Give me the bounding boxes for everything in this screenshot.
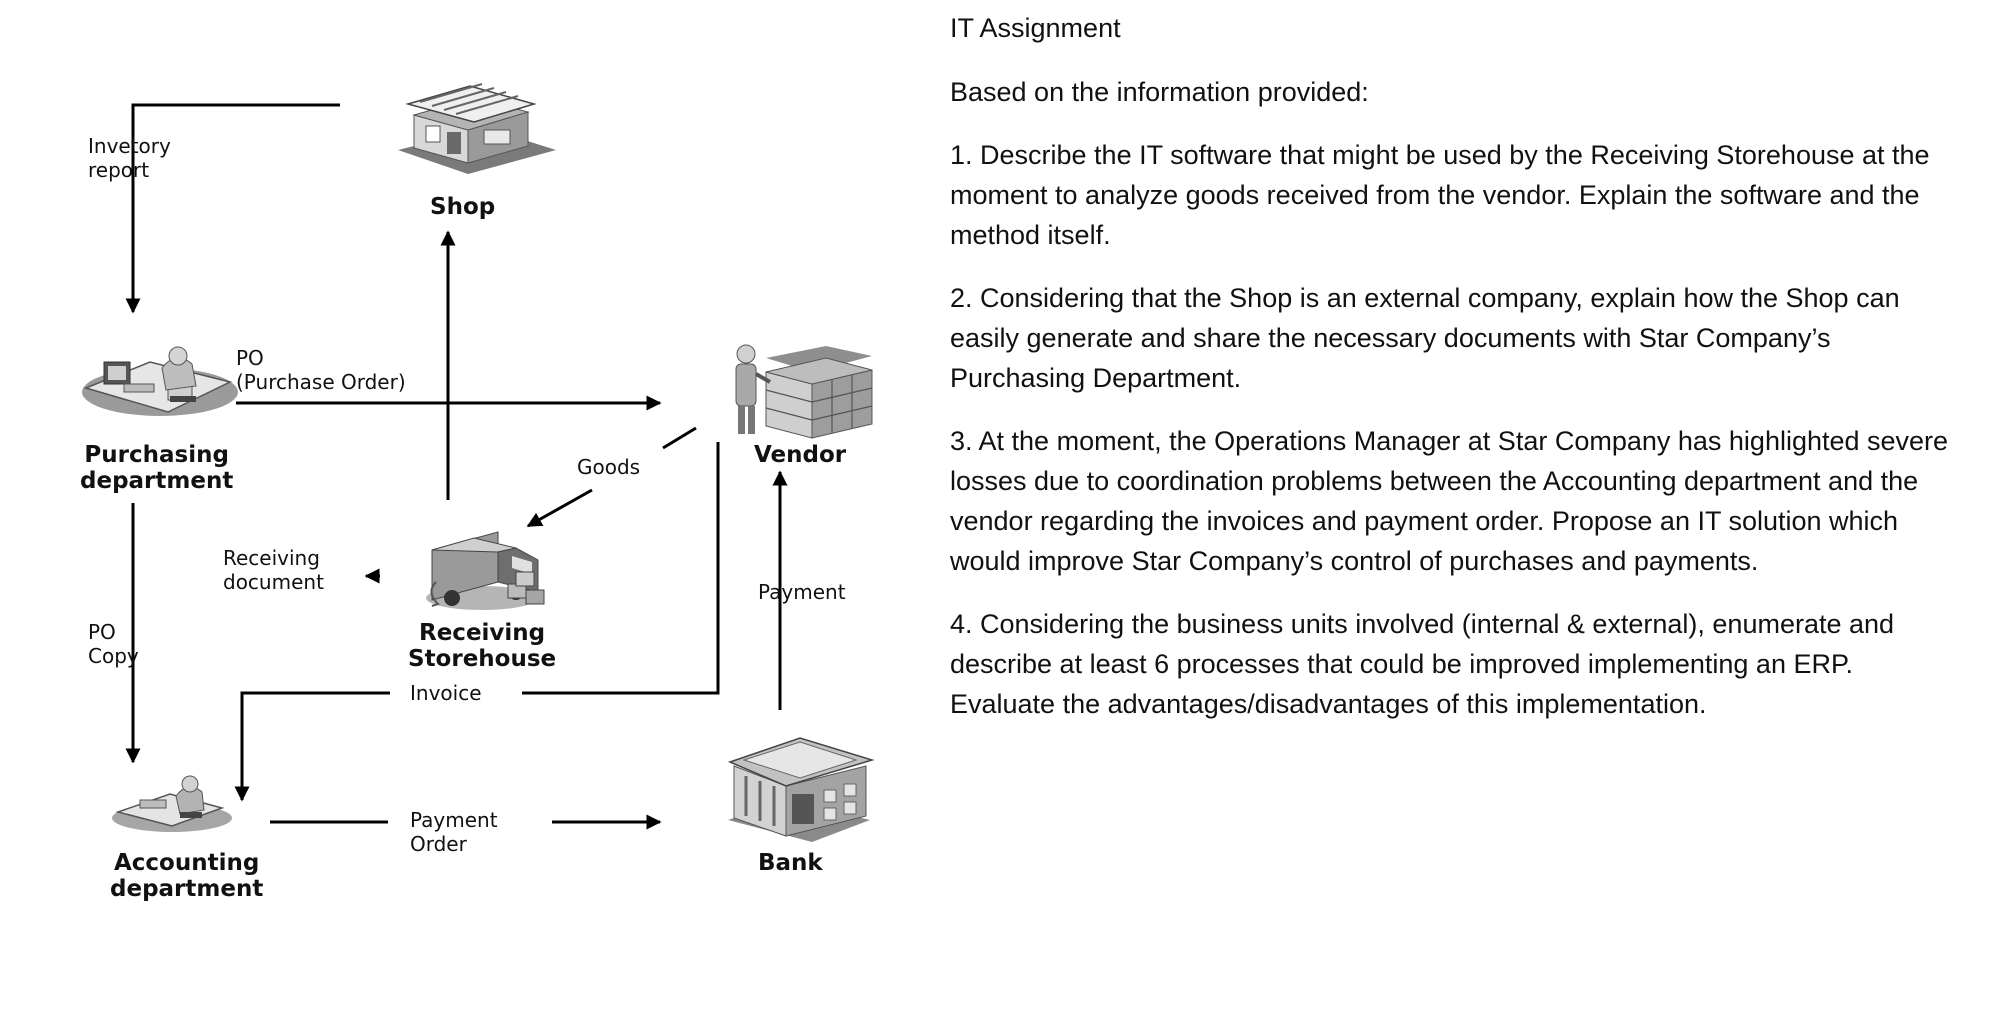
delivery-truck-icon — [426, 531, 545, 610]
process-diagram: Shop Purchasing department Vendor Receiv… — [0, 0, 940, 1010]
edge-label-po-copy: PO Copy — [88, 620, 139, 668]
edge-inventory-report — [125, 103, 340, 314]
assignment-intro: Based on the information provided: — [950, 77, 1369, 107]
question-2: 2. Considering that the Shop is an exter… — [950, 283, 1900, 393]
edge-label-purchase-order: PO (Purchase Order) — [236, 346, 406, 394]
assignment-title: IT Assignment — [950, 13, 1121, 43]
edge-invoice-left — [234, 691, 390, 802]
edge-label-payment: Payment — [758, 580, 846, 604]
node-bank-label: Bank — [758, 850, 823, 876]
node-shop-label: Shop — [430, 194, 496, 220]
edge-label-inventory-report: Invetory report — [88, 134, 171, 182]
assignment-text: IT Assignment Based on the information p… — [950, 8, 1960, 747]
edge-label-invoice: Invoice — [410, 681, 482, 705]
node-receiving-label: Receiving Storehouse — [408, 620, 557, 672]
edge-goods-lower — [526, 488, 593, 528]
question-1: 1. Describe the IT software that might b… — [950, 140, 1930, 250]
bank-building-icon — [727, 737, 875, 842]
edge-invoice-right — [522, 442, 720, 695]
edge-label-receiving-document: Receiving document — [223, 546, 324, 594]
diagram-canvas — [82, 83, 875, 842]
edge-label-goods: Goods — [577, 455, 641, 479]
shop-building-icon — [398, 83, 556, 174]
question-4: 4. Considering the business units involv… — [950, 609, 1895, 719]
warehouse-worker-shelves-icon — [735, 344, 873, 439]
node-purchasing-label: Purchasing department — [80, 442, 234, 494]
accountant-desk-icon — [112, 775, 232, 832]
node-vendor-label: Vendor — [754, 442, 847, 468]
edge-label-payment-order: Payment Order — [410, 808, 498, 856]
question-3: 3. At the moment, the Operations Manager… — [950, 426, 1949, 576]
edge-goods-upper — [662, 426, 697, 450]
office-worker-desk-icon — [82, 346, 238, 416]
node-accounting-label: Accounting department — [110, 850, 264, 902]
